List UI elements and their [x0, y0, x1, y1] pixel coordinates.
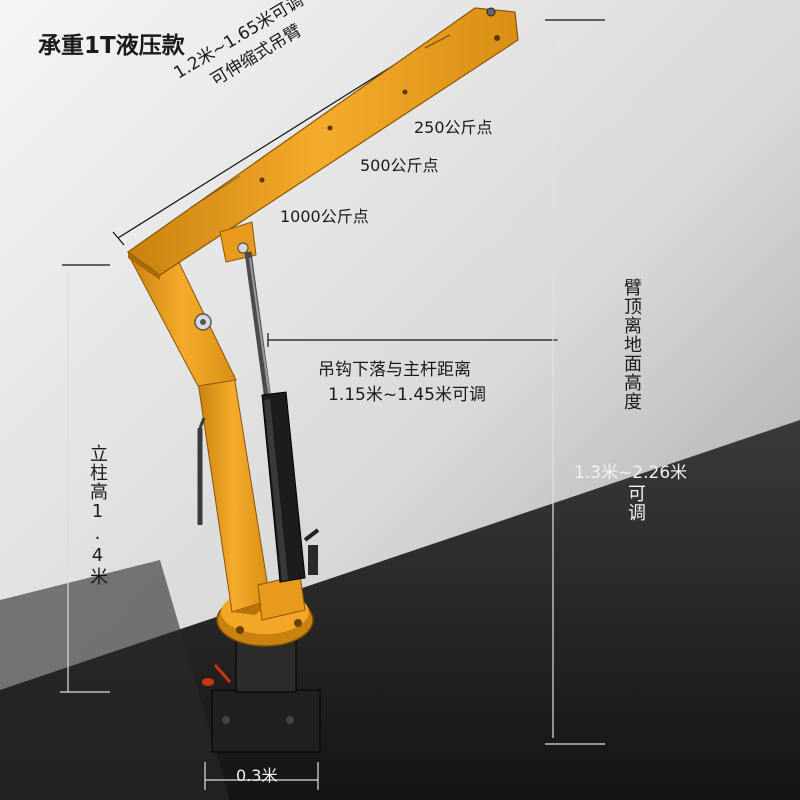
load-point-500: 500公斤点 [360, 156, 439, 175]
reach-label: 吊钩下落与主杆距离 [318, 360, 471, 380]
dimension-lines [60, 19, 605, 790]
column-height-label: 立柱高1.4米 [87, 444, 108, 586]
arm-top-height-suffix: 可调 [625, 484, 646, 522]
arm-top-height-value: 1.3米~2.26米 [574, 463, 688, 483]
pump-handle [197, 417, 206, 525]
crane-base [202, 639, 321, 753]
reach-value: 1.15米~1.45米可调 [328, 385, 486, 405]
floor-shadow [0, 560, 230, 800]
product-title: 承重1T液压款 [38, 33, 185, 59]
arm-top-height-label: 臂顶离地面高度 [621, 278, 642, 411]
load-point-1000: 1000公斤点 [280, 207, 369, 226]
crane-boom [126, 7, 519, 280]
load-point-250: 250公斤点 [414, 118, 493, 137]
base-width-label: 0.3米 [236, 766, 278, 785]
hydraulic-cylinder [244, 251, 320, 583]
